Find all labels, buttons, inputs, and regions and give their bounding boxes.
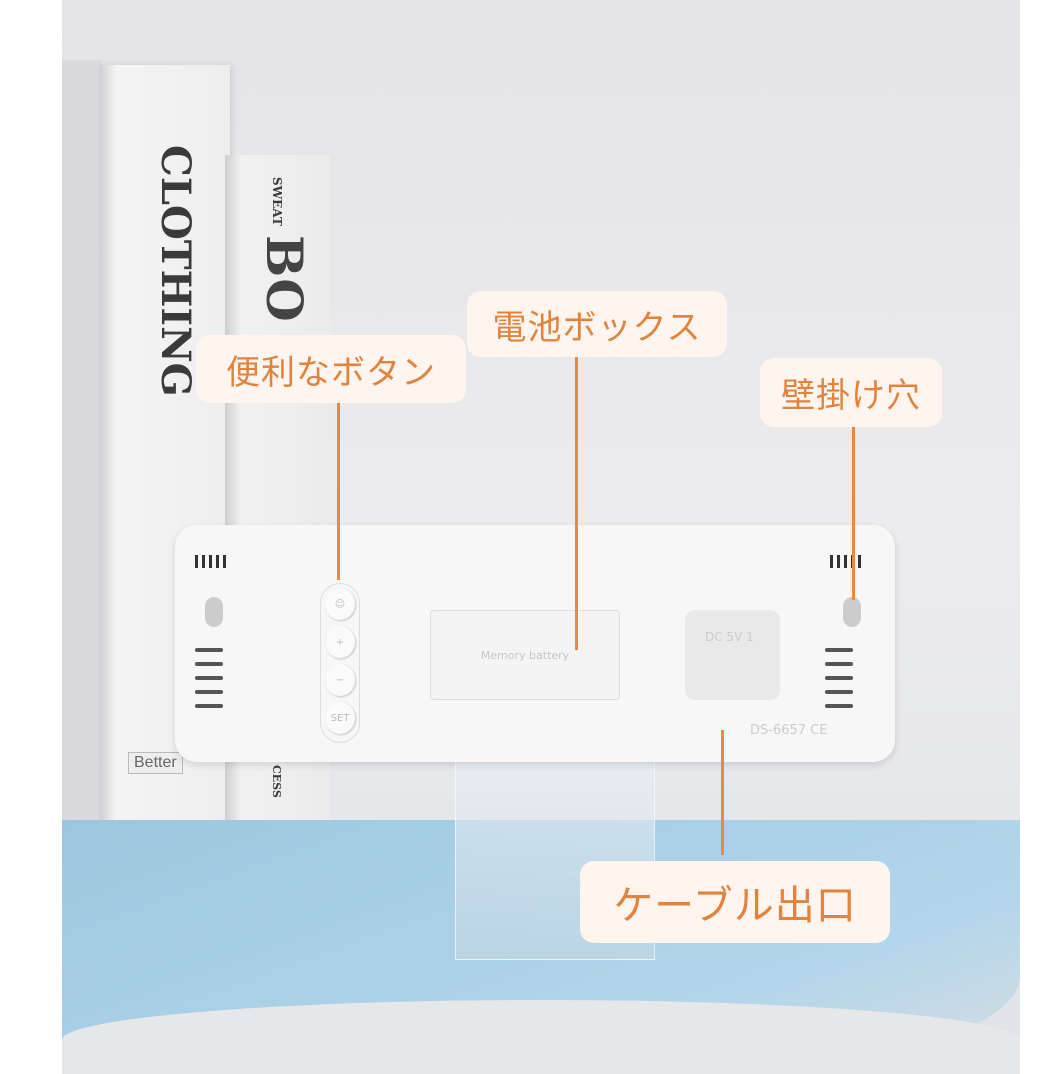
dc-text: DC 5V 1 [705,630,754,644]
model-text: DS-6657 CE [750,723,828,738]
book-spine-text: CLOTHING [152,145,199,397]
vent-slots-right [825,648,853,708]
button-group: ☺ + − SET [320,583,360,743]
dc-port: DC 5V 1 [685,610,780,700]
label-cable: ケーブル出口 [580,861,890,943]
wall-hole-right [843,597,861,627]
vent-slots-left [195,648,223,708]
callout-line-battery [575,357,578,650]
book-spine-text: CESS [270,765,283,798]
book-badge: Better [128,752,183,774]
clock-back: ☺ + − SET Memory battery DC 5V 1 DS-6657… [175,525,895,762]
book-spine-text: BO [255,235,314,322]
book-spine-text: SWEAT [270,177,284,226]
battery-text: Memory battery [480,648,570,662]
label-battery: 電池ボックス [467,291,727,357]
minus-button[interactable]: − [325,664,355,696]
callout-line-cable [721,730,724,855]
label-buttons: 便利なボタン [196,335,466,403]
callout-line-wall-hole [852,427,855,600]
callout-line-buttons [337,403,340,580]
plus-button[interactable]: + [325,626,355,658]
alarm-button[interactable]: ☺ [325,588,355,620]
vent-top-left [195,555,226,568]
label-wall-hole: 壁掛け穴 [760,358,942,427]
wall-hole-left [205,597,223,627]
white-cloth [62,1000,1020,1074]
vent-top-right [830,555,861,568]
book-edge [62,60,102,830]
battery-box: Memory battery [430,610,620,700]
product-photo: CLOTHING Better SWEAT BO CESS ☺ + − SET … [62,0,1020,1074]
set-button[interactable]: SET [325,702,355,734]
